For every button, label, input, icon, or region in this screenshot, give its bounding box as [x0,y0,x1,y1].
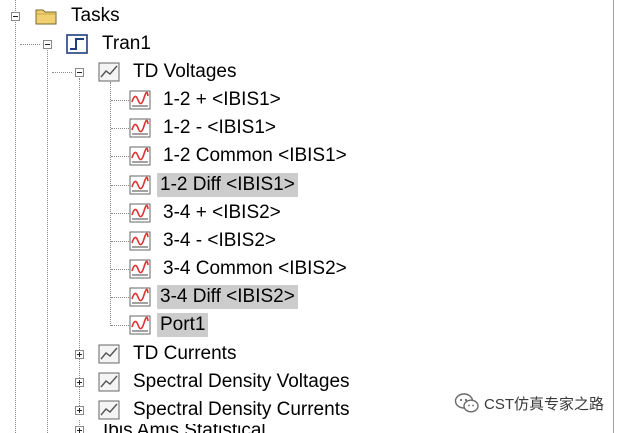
collapse-toggle[interactable] [75,68,84,77]
wechat-icon [454,393,479,413]
tree-node-ibis-amis-statistical[interactable]: Ibis Amis Statistical [0,424,300,433]
chart-icon [98,62,120,82]
tree-line [111,185,129,186]
tree-leaf-label: 1-2 - <IBIS1> [163,117,277,138]
tree-leaf-label: Port1 [157,313,209,337]
expand-toggle[interactable] [75,378,84,387]
tree-node-tasks[interactable]: Tasks [0,4,200,28]
tree-leaf-label: 1-2 Diff <IBIS1> [157,173,298,197]
tree-node-tran1[interactable]: Tran1 [0,32,200,56]
tree-line [111,325,129,326]
wave-icon [129,231,151,251]
tree-line [111,297,129,298]
tree-line [52,72,72,73]
tree-node-label: Spectral Density Currents [133,399,350,420]
tree-line [111,128,129,129]
tree-node-label: Tran1 [102,33,151,54]
wave-icon [129,315,151,335]
watermark: CST仿真专家之路 [454,392,604,414]
tree-line [111,100,129,101]
tree-leaf-label: 3-4 Diff <IBIS2> [157,285,298,309]
watermark-text: CST仿真专家之路 [484,395,605,413]
tree-leaf-label: 1-2 + <IBIS1> [163,89,281,110]
wave-icon [129,175,151,195]
tree-leaf[interactable]: 3-4 - <IBIS2> [0,229,400,253]
wave-icon [129,259,151,279]
tree-line [47,50,48,433]
tree-line [111,241,129,242]
tree-node-td-currents[interactable]: TD Currents [0,342,400,366]
tree-leaf[interactable]: 3-4 + <IBIS2> [0,201,400,225]
wave-icon [129,287,151,307]
chart-icon [98,344,120,364]
folder-icon [35,9,57,25]
tree-node-label: Ibis Amis Statistical [100,424,269,433]
tree-leaf[interactable]: 3-4 Diff <IBIS2> [0,285,400,309]
panel-border [613,0,614,433]
tree-leaf-label: 1-2 Common <IBIS1> [163,145,347,166]
tree-node-spectral-density-currents[interactable]: Spectral Density Currents [0,398,420,422]
tree-leaf[interactable]: 1-2 Diff <IBIS1> [0,173,400,197]
tree-node-label: Spectral Density Voltages [133,371,350,392]
tree-leaf[interactable]: Port1 [0,313,400,337]
wave-icon [129,146,151,166]
tree-line [111,156,129,157]
expand-toggle[interactable] [75,350,84,359]
tree-leaf-label: 3-4 + <IBIS2> [163,202,281,223]
expand-toggle[interactable] [75,426,84,433]
tree-leaf[interactable]: 1-2 + <IBIS1> [0,88,400,112]
tree-node-label: Tasks [71,5,120,26]
tree-line [79,78,80,412]
tree-node-spectral-density-voltages[interactable]: Spectral Density Voltages [0,370,420,394]
tree-leaf[interactable]: 3-4 Common <IBIS2> [0,257,400,281]
tree-line [111,269,129,270]
tree-node-label: TD Voltages [133,61,237,82]
tree-leaf[interactable]: 1-2 Common <IBIS1> [0,144,400,168]
collapse-toggle[interactable] [11,12,20,21]
wave-icon [129,118,151,138]
tree-node-td-voltages[interactable]: TD Voltages [0,60,300,84]
wave-icon [129,203,151,223]
chart-icon [98,400,120,420]
expand-toggle[interactable] [75,406,84,415]
collapse-toggle[interactable] [43,40,52,49]
step-icon [66,34,88,54]
tree-node-label: TD Currents [133,343,237,364]
tree-leaf-label: 3-4 Common <IBIS2> [163,258,347,279]
tree-line [111,213,129,214]
tree-leaf-label: 3-4 - <IBIS2> [163,230,277,251]
tree-line [15,0,16,433]
chart-icon [98,372,120,392]
wave-icon [129,90,151,110]
tree-line [110,82,111,326]
tree-line [20,44,40,45]
tree-leaf[interactable]: 1-2 - <IBIS1> [0,116,400,140]
